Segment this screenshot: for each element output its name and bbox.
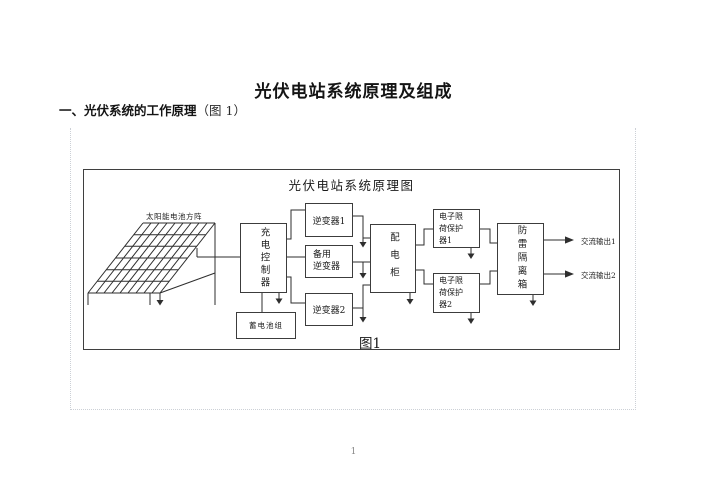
wire-inverter2-to-cabinet	[353, 284, 370, 323]
figure-caption: 图1	[358, 336, 382, 352]
block-distribution-cabinet-label: 配电柜	[388, 232, 399, 285]
ac-output2-arrow-icon	[544, 270, 574, 278]
wire-protector1-to-lightningbox	[480, 228, 497, 244]
figure-title: 光伏电站系统原理图	[288, 178, 415, 193]
block-battery-pack: 蓄电池组	[236, 312, 296, 339]
wire-protector2-to-lightningbox	[480, 270, 497, 285]
block-distribution-cabinet: 配电柜	[370, 224, 416, 293]
block-load-limit-protector-1-line1: 电子限	[439, 211, 463, 221]
block-load-limit-protector-2-line1: 电子限	[439, 276, 463, 285]
block-charge-controller-label: 充电控制器	[258, 226, 270, 290]
wire-cabinet-to-protector2	[416, 269, 433, 285]
ground-icon	[359, 317, 367, 323]
wire-controller-to-inverter2	[287, 276, 305, 304]
wire-backup-to-cabinet	[353, 261, 370, 279]
section-heading: 一、光伏系统的工作原理（图 1）	[59, 100, 246, 119]
block-load-limit-protector-1-line2: 荷保护	[439, 223, 463, 233]
wire-cabinet-to-protector1	[416, 228, 433, 246]
lightningbox-ground-icon	[529, 295, 537, 306]
block-backup-inverter-line1: 备用	[313, 250, 332, 261]
section-heading-figure-ref: （图 1）	[196, 103, 246, 118]
block-inverter-1-label: 逆变器1	[312, 216, 346, 227]
controller-ground-icon	[275, 293, 283, 304]
page-number: 1	[350, 447, 357, 457]
block-lightning-isolation-box-label: 防雷隔离箱	[515, 225, 527, 293]
block-lightning-isolation-box: 防雷隔离箱	[497, 223, 544, 295]
figure-anchor-dotted-boundary	[70, 128, 636, 410]
section-heading-text: 一、光伏系统的工作原理	[59, 103, 197, 118]
cabinet-ground-icon	[406, 293, 414, 305]
block-load-limit-protector-1-line3: 器1	[439, 235, 453, 245]
block-load-limit-protector-2: 电子限 荷保护 器2	[433, 273, 480, 313]
block-charge-controller: 充电控制器	[240, 223, 287, 293]
ac-output1-arrow-icon	[544, 236, 574, 244]
block-battery-pack-label: 蓄电池组	[249, 321, 283, 330]
solar-array-icon	[87, 222, 216, 305]
protector1-ground-icon	[467, 248, 475, 259]
ac-output-1-label: 交流输出1	[581, 237, 616, 246]
block-load-limit-protector-2-line2: 荷保护	[439, 288, 463, 297]
wire-controller-to-inverter1	[287, 209, 305, 240]
block-inverter-2-label: 逆变器2	[312, 306, 346, 316]
block-load-limit-protector-1: 电子限 荷保护 器1	[433, 209, 480, 248]
block-inverter-1: 逆变器1	[305, 203, 353, 237]
block-load-limit-protector-2-line3: 器2	[439, 300, 453, 309]
solar-array-ground-icon	[156, 293, 164, 306]
ground-icon	[359, 273, 367, 279]
block-backup-inverter-line2: 逆变器	[313, 261, 341, 272]
ground-icon	[359, 242, 367, 248]
document-title: 光伏电站系统原理及组成	[254, 82, 453, 102]
wire-inverter1-to-cabinet	[353, 215, 370, 248]
ac-output-2-label: 交流输出2	[581, 271, 616, 280]
block-inverter-2: 逆变器2	[305, 293, 353, 326]
protector2-ground-icon	[467, 313, 475, 324]
block-backup-inverter: 备用 逆变器	[305, 245, 353, 278]
solar-array-label: 太阳能电池方阵	[146, 212, 202, 221]
wire-solar-to-controller	[196, 248, 240, 258]
